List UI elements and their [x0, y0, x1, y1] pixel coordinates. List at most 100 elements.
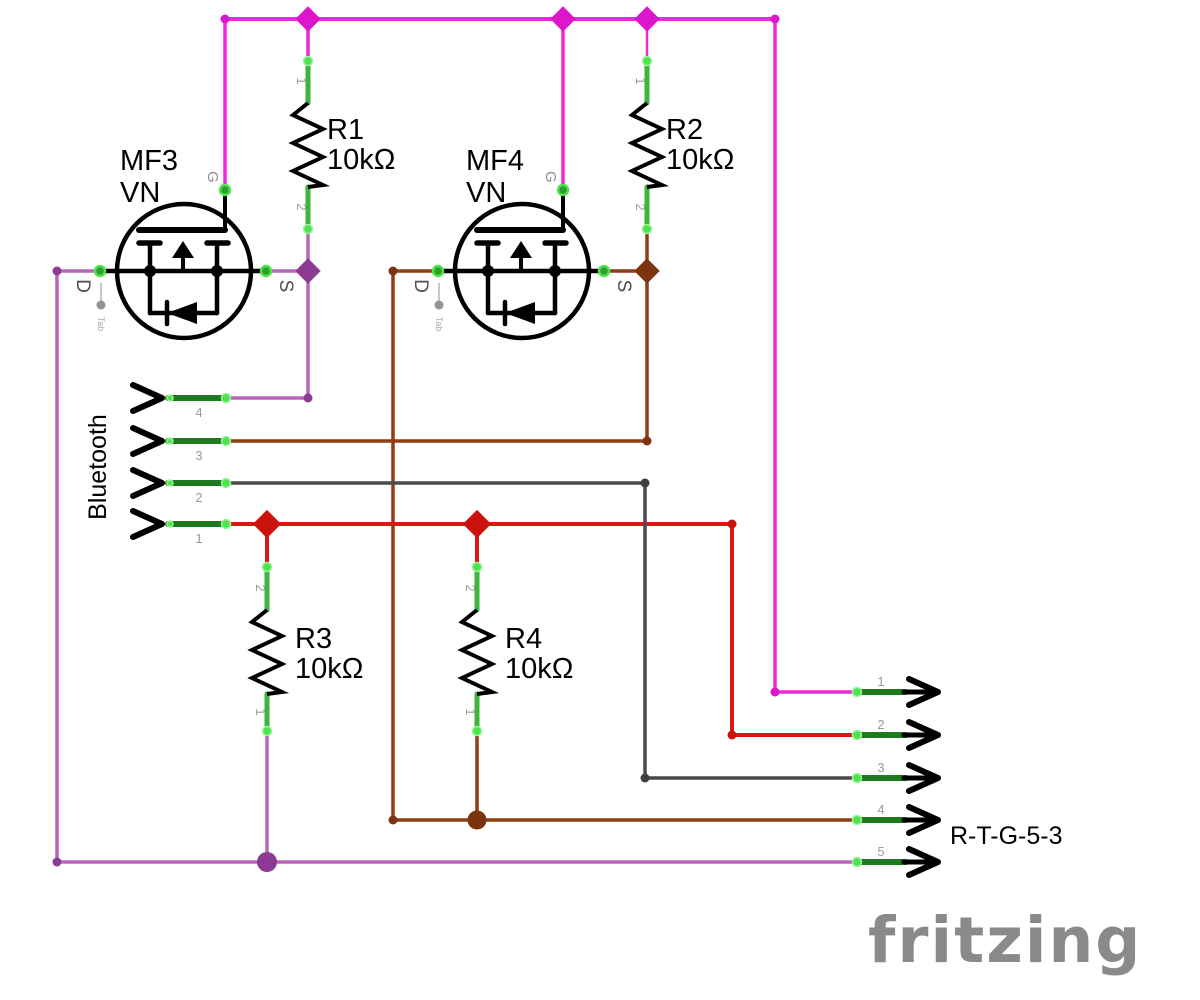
- junction-dot: [642, 436, 652, 446]
- resistor-pin-number: 1: [633, 77, 648, 84]
- pin-tip: [851, 729, 863, 741]
- mosfet-substrate-arrow: [510, 241, 532, 258]
- junction-dot: [770, 14, 780, 24]
- pin-tip: [93, 264, 107, 278]
- mosfet-gate-label: G: [204, 171, 221, 183]
- resistor-body[interactable]: [457, 608, 500, 696]
- resistor-r2[interactable]: 1 2 R2 10kΩ: [627, 58, 734, 232]
- mosfet-tab-dot: [434, 300, 444, 310]
- pin-tip: [851, 856, 863, 868]
- pin-tip: [471, 725, 483, 737]
- pin-number: 3: [195, 448, 202, 463]
- mosfet-node-dot: [144, 265, 156, 277]
- mosfet-mf4[interactable]: Tab G D S MF4 VN: [410, 145, 634, 341]
- resistor-pin-number: 2: [253, 584, 268, 591]
- pin-tip: [556, 183, 570, 197]
- mosfet-tab-dot: [96, 300, 106, 310]
- mosfet-designator: MF4: [466, 145, 524, 177]
- junction-dot: [295, 6, 321, 32]
- mosfet-node-dot: [549, 265, 561, 277]
- net-gray-junctions: [640, 478, 650, 783]
- resistor-designator: R3: [295, 623, 332, 655]
- pin-arrow-icon: [130, 467, 165, 499]
- pin-tip: [166, 520, 174, 528]
- junction-dot: [770, 687, 780, 697]
- mosfet-node-dot: [211, 265, 223, 277]
- pin-number: 1: [195, 531, 202, 546]
- junction-dot: [640, 773, 650, 783]
- resistor-value: 10kΩ: [666, 144, 734, 176]
- pin-tip: [302, 55, 314, 67]
- mosfet-drain-label: D: [72, 279, 93, 293]
- pin-number: 4: [877, 802, 884, 817]
- mosfet-tab-label: Tab: [434, 317, 444, 332]
- pin-tip: [220, 435, 232, 447]
- net-red-junctions: [252, 509, 737, 740]
- pin-tip: [220, 477, 232, 489]
- junction-dot: [388, 266, 398, 276]
- resistor-designator: R2: [666, 114, 703, 146]
- mosfet-diode-triangle: [505, 302, 535, 324]
- junction-dot: [727, 519, 737, 529]
- resistor-body[interactable]: [288, 101, 331, 189]
- connector-rtg[interactable]: 1 2 3 4 5 R-T-G-5-3: [852, 674, 1063, 878]
- connector-bluetooth[interactable]: 4 3 2 1 Bluetooth: [84, 382, 231, 546]
- resistor-designator: R1: [327, 114, 364, 146]
- pin-tip: [220, 518, 232, 530]
- junction-dot: [303, 393, 313, 403]
- junction-dot: [634, 258, 660, 284]
- resistor-pin-number: 1: [253, 708, 268, 715]
- net-purple-wires[interactable]: [55, 227, 859, 864]
- net-purple-junctions: [52, 258, 321, 872]
- resistor-body[interactable]: [627, 101, 670, 189]
- junction-dot: [550, 6, 576, 32]
- resistor-designator: R4: [505, 623, 542, 655]
- mosfet-drain-label: D: [410, 279, 431, 293]
- connector-label: R-T-G-5-3: [950, 822, 1063, 850]
- mosfet-value: VN: [466, 177, 506, 209]
- fritzing-logo: fritzing: [868, 904, 1142, 977]
- pin-number: 1: [877, 674, 884, 689]
- wire[interactable]: [773, 17, 859, 694]
- pin-arrow-icon: [130, 425, 165, 457]
- junction-dot: [640, 478, 650, 488]
- pin-number: 3: [877, 760, 884, 775]
- pin-number: 5: [877, 844, 884, 859]
- junction-dot: [52, 857, 62, 867]
- resistor-body[interactable]: [247, 608, 290, 696]
- resistor-r4[interactable]: 2 1 R4 10kΩ: [457, 564, 573, 735]
- net-magenta-wires[interactable]: [223, 17, 859, 694]
- pin-number: 4: [195, 405, 202, 420]
- junction-dot: [388, 815, 398, 825]
- mosfet-substrate-arrow: [172, 241, 194, 258]
- resistor-r3[interactable]: 2 1 R3 10kΩ: [247, 564, 363, 735]
- pin-tip: [302, 223, 314, 235]
- pin-tip: [259, 264, 273, 278]
- mosfet-source-label: S: [275, 280, 296, 293]
- pin-tip: [166, 394, 174, 402]
- wire[interactable]: [224, 481, 859, 780]
- wire[interactable]: [391, 269, 859, 822]
- net-brown-junctions: [388, 258, 660, 830]
- junction-dot: [252, 509, 282, 539]
- junction-dot: [52, 266, 62, 276]
- pin-arrow-icon: [906, 762, 941, 794]
- net-gray-wires[interactable]: [224, 481, 859, 780]
- junction-dot: [462, 509, 492, 539]
- pin-tip: [220, 392, 232, 404]
- resistor-pin-number: 2: [294, 203, 309, 210]
- pin-arrow-icon: [130, 508, 165, 540]
- wire[interactable]: [55, 269, 859, 864]
- pin-arrow-icon: [906, 846, 941, 878]
- mosfet-mf3[interactable]: Tab G D S MF3 VN: [72, 145, 296, 341]
- resistor-r1[interactable]: 1 2 R1 10kΩ: [288, 58, 395, 232]
- pin-tip: [261, 725, 273, 737]
- mosfet-pin-tips: [93, 183, 611, 278]
- junction-dot: [727, 730, 737, 740]
- pin-tip: [166, 437, 174, 445]
- connection-tips: [166, 55, 863, 868]
- pin-tip: [431, 264, 445, 278]
- pin-number: 2: [195, 490, 202, 505]
- resistor-pin-number: 2: [463, 584, 478, 591]
